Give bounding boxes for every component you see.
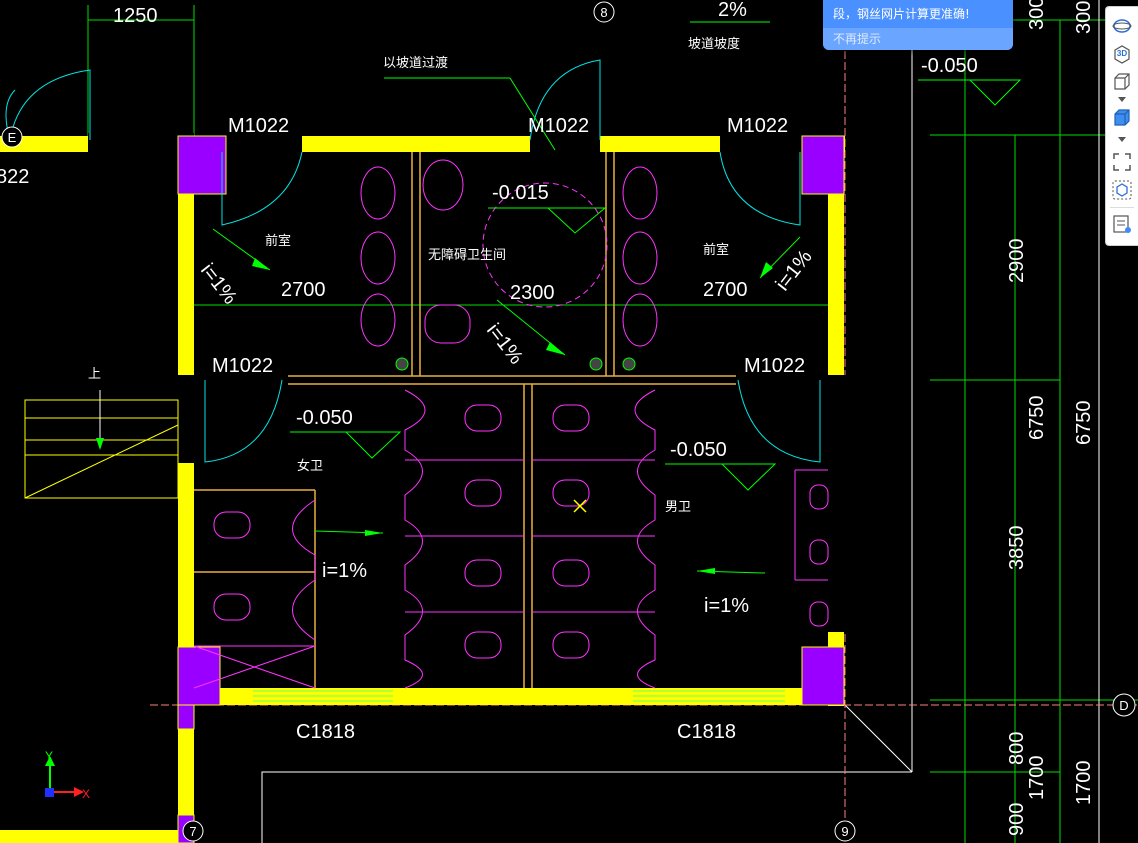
door-tag-m1022-top-mid: M1022 (528, 115, 589, 137)
dim-900: 900 (1006, 803, 1028, 836)
room-label-men: 男卫 (665, 500, 691, 515)
view-toolbar: 3D (1105, 6, 1138, 246)
svg-text:X: X (82, 787, 90, 801)
door-tag-m1022-mid-right: M1022 (744, 355, 805, 377)
note-ramp-transition: 以坡道过渡 (383, 55, 448, 71)
dim-3000-b: 3000 (1073, 0, 1095, 34)
dim-1700-b: 1700 (1073, 761, 1095, 806)
grid-bubble-8: 8 (600, 5, 607, 20)
room-label-anteroom-right: 前室 (703, 242, 729, 258)
dim-6750-a: 6750 (1026, 396, 1048, 441)
grid-bubble-8-shape (593, 1, 615, 23)
dim-2300: 2300 (510, 282, 555, 304)
dont-show-again-link[interactable]: 不再提示 (823, 28, 1013, 50)
view-3d-label: 3D (1116, 49, 1128, 58)
door-tag-m1022-top-left: M1022 (228, 115, 289, 137)
door-tag-m1022-mid-left: M1022 (212, 355, 273, 377)
solid-cube-icon (1114, 109, 1130, 126)
grid-bubble-d: D (1119, 698, 1128, 713)
dim-1250: 1250 (113, 5, 158, 27)
dim-2700-right: 2700 (703, 279, 748, 301)
dim-3000-a: 3000 (1026, 0, 1048, 30)
room-label-anteroom-left: 前室 (265, 233, 291, 249)
dim-800: 800 (1006, 732, 1028, 765)
dim-6750-b: 6750 (1073, 401, 1095, 446)
slope-left-ante: i=1% (196, 260, 241, 309)
grid-bubble-e: E (8, 130, 17, 145)
notification-message: 段，钢丝网片计算更准确! (833, 7, 970, 21)
room-label-women: 女卫 (297, 458, 323, 474)
notification-banner: 段，钢丝网片计算更准确! 不再提示 (823, 0, 1013, 50)
dim-3850: 3850 (1006, 526, 1028, 571)
slope-accessible: i=1% (482, 320, 527, 369)
cube-button[interactable] (1111, 71, 1133, 93)
ucs-axis-icon: Y X (45, 749, 90, 801)
window-tag-c1818-right: C1818 (677, 721, 736, 743)
level-accessible: -0.015 (492, 182, 549, 204)
fullscreen-button[interactable] (1111, 151, 1133, 173)
door-tag-m1022-top-right: M1022 (727, 115, 788, 137)
settings-panel-icon (1113, 215, 1131, 233)
chevron-down-icon-2[interactable] (1118, 137, 1126, 142)
solid-cube-button[interactable] (1111, 107, 1133, 129)
level-top-right: -0.050 (921, 55, 978, 77)
dim-822: 822 (0, 166, 29, 188)
chevron-down-icon[interactable] (1118, 97, 1126, 102)
stair-up-label: 上 (88, 367, 101, 382)
settings-panel-button[interactable] (1111, 213, 1133, 235)
view-3d-icon (1114, 45, 1130, 64)
slope-men: i=1% (704, 595, 749, 617)
model-view-button[interactable] (1111, 179, 1133, 201)
slope-top: 2% (718, 0, 747, 21)
cube-icon (1114, 73, 1130, 90)
window-tag-c1818-left: C1818 (296, 721, 355, 743)
model-view-icon (1112, 180, 1132, 200)
level-men: -0.050 (670, 439, 727, 461)
dim-2900: 2900 (1006, 239, 1028, 284)
toolbar-divider (1110, 207, 1134, 208)
grid-bubble-7: 7 (189, 824, 196, 839)
svg-text:Y: Y (45, 749, 53, 763)
orbit-icon (1112, 19, 1132, 33)
view-3d-button[interactable]: 3D (1111, 43, 1133, 65)
room-label-accessible-wc: 无障碍卫生间 (428, 248, 506, 263)
dim-2700-left: 2700 (281, 279, 326, 301)
grid-bubble-9: 9 (841, 824, 848, 839)
fullscreen-icon (1113, 153, 1131, 171)
dim-1700-a: 1700 (1026, 756, 1048, 801)
slope-women: i=1% (322, 560, 367, 582)
note-slope: 坡道坡度 (688, 36, 740, 52)
level-women: -0.050 (296, 407, 353, 429)
slope-right-ante: i=1% (772, 246, 817, 295)
orbit-button[interactable] (1111, 15, 1133, 37)
